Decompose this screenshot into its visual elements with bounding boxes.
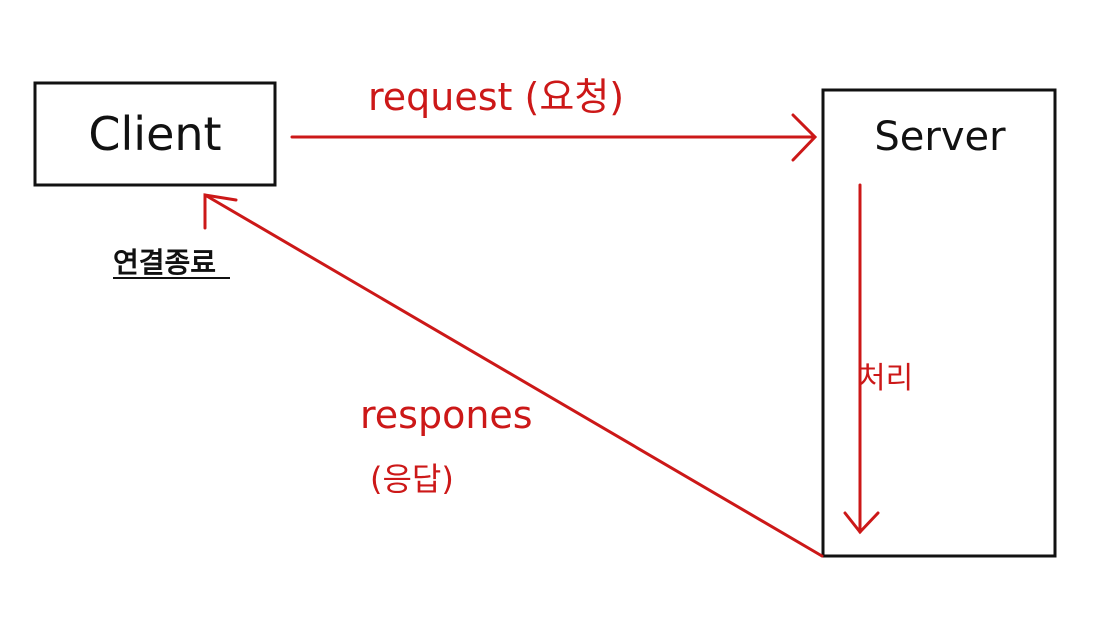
request-arrow bbox=[290, 113, 818, 162]
request-label: request (요청) bbox=[368, 75, 624, 119]
response-arrow-line bbox=[203, 193, 824, 558]
response-arrowhead bbox=[203, 193, 238, 230]
client-node: Client bbox=[33, 81, 277, 187]
client-box bbox=[33, 81, 277, 187]
response-label-korean: (응답) bbox=[370, 460, 454, 498]
response-label: respones bbox=[360, 393, 533, 437]
response-arrow bbox=[203, 193, 824, 558]
server-label: Server bbox=[874, 114, 1006, 160]
process-arrowhead bbox=[843, 511, 880, 535]
client-label: Client bbox=[88, 107, 221, 161]
server-node: Server bbox=[821, 88, 1057, 558]
connection-end-note: 연결종료 bbox=[113, 246, 216, 279]
request-arrowhead bbox=[791, 113, 818, 162]
process-arrow bbox=[843, 183, 880, 535]
server-box bbox=[821, 88, 1057, 558]
process-label: 처리 bbox=[858, 361, 913, 396]
